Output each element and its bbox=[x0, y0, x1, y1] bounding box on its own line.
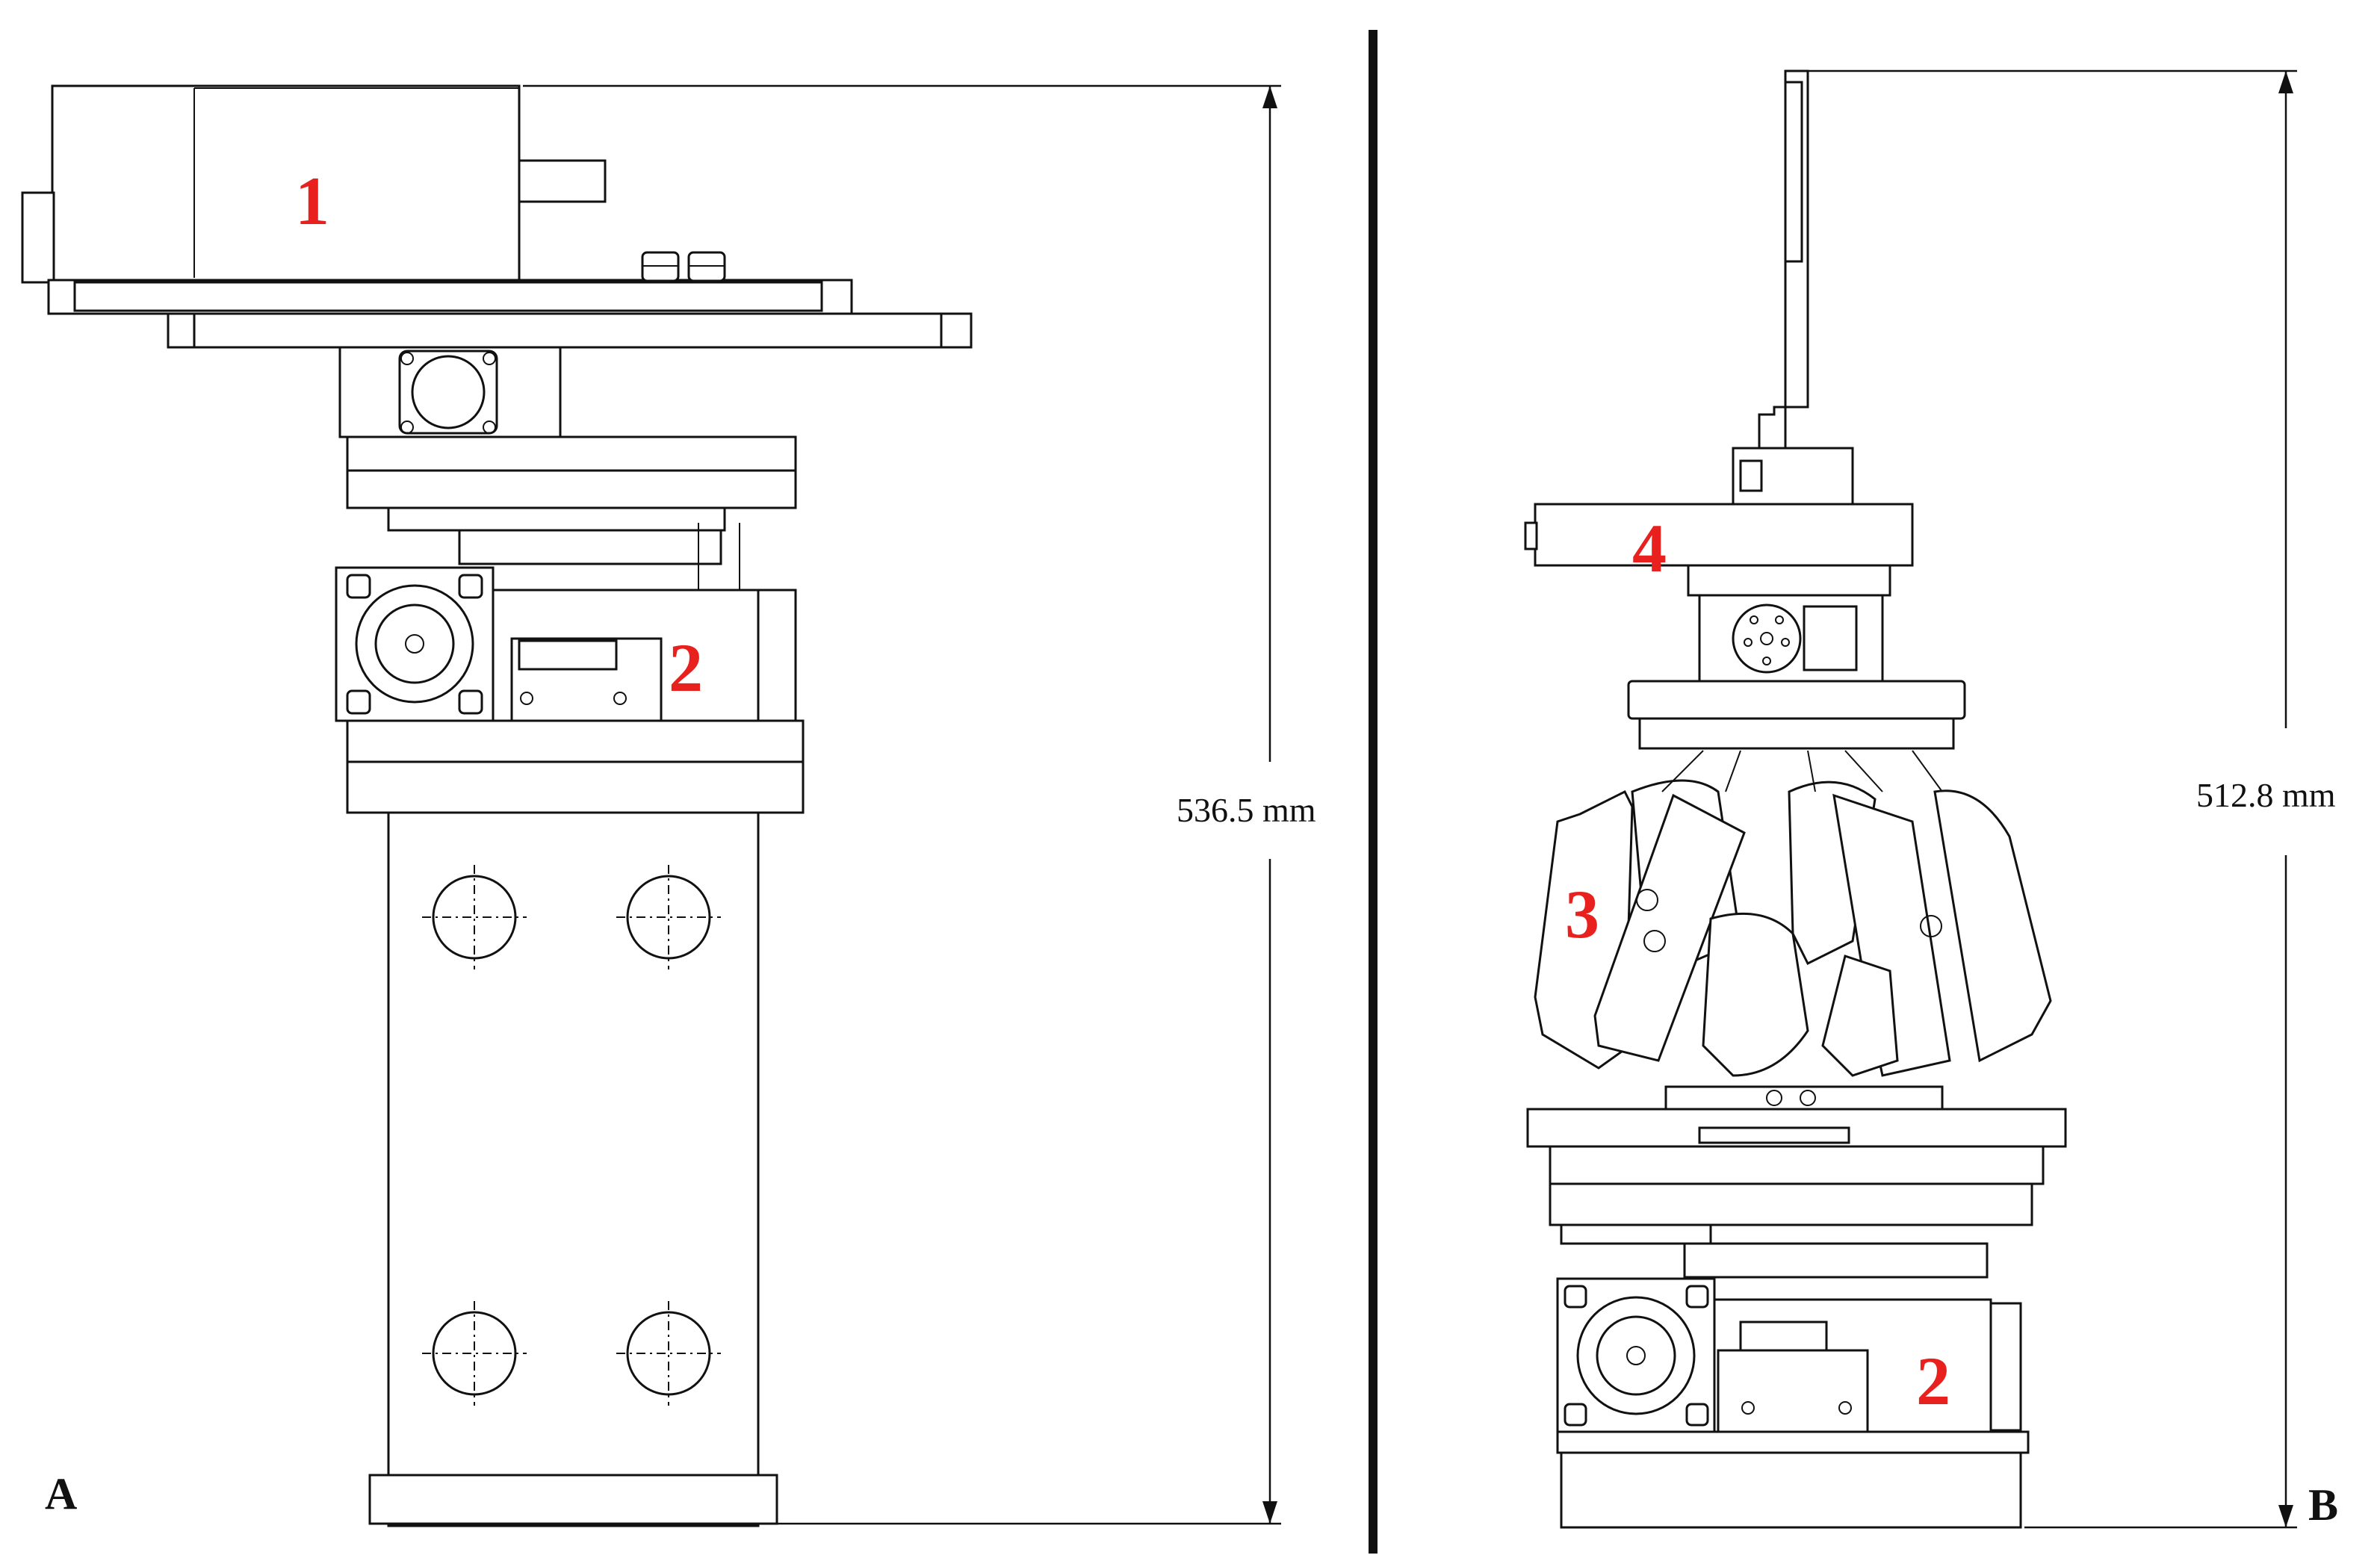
panel-divider bbox=[1369, 30, 1378, 1554]
support-column bbox=[387, 811, 760, 1527]
component-1-box bbox=[21, 84, 607, 284]
dimension-label-a: 536.5 mm bbox=[1177, 791, 1316, 829]
dimension-label-b: 512.8 mm bbox=[2196, 776, 2336, 814]
panel-label-a: A bbox=[45, 1469, 77, 1518]
dimension-line-a bbox=[523, 84, 1281, 1525]
callout-1: 1 bbox=[295, 163, 329, 239]
component-3-hexapod bbox=[1534, 750, 2052, 1077]
panel-b: 4 3 2 512.8 mm B bbox=[1524, 69, 2338, 1530]
dimension-line-b bbox=[1808, 69, 2297, 1529]
component-2-motor-b bbox=[1556, 1277, 2022, 1433]
callout-2b: 2 bbox=[1916, 1343, 1950, 1419]
component-2-motor bbox=[335, 566, 797, 722]
component-4-sensor bbox=[1524, 503, 1914, 597]
callout-2a: 2 bbox=[669, 630, 703, 706]
mounting-bracket bbox=[1732, 69, 1854, 506]
panel-label-b: B bbox=[2308, 1480, 2338, 1530]
bolt-pair bbox=[641, 251, 726, 282]
callout-3: 3 bbox=[1565, 876, 1599, 952]
panel-a: 1 2 536.5 mm A bbox=[21, 84, 1316, 1527]
callout-4: 4 bbox=[1632, 510, 1667, 586]
